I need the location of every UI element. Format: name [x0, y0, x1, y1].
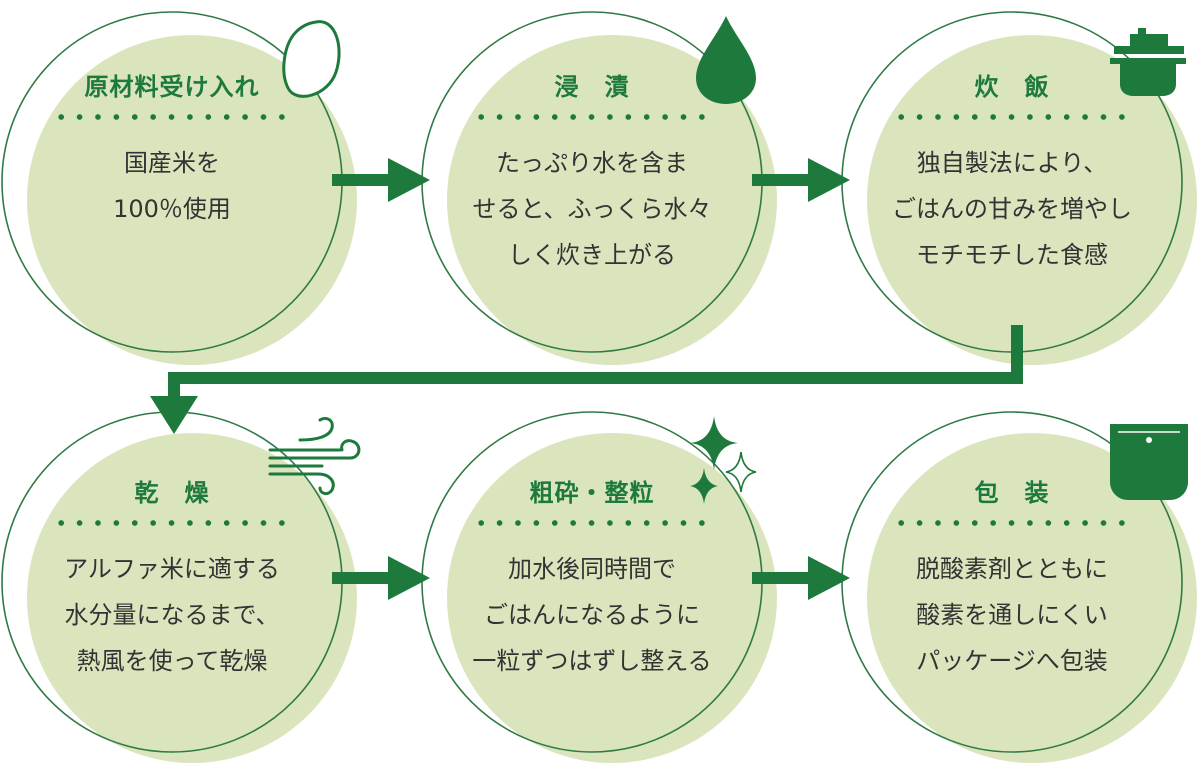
- step-title: 乾 燥: [134, 479, 210, 507]
- arrow-step1-to-step2: [332, 158, 430, 202]
- arrow-step5-to-step6: [752, 556, 850, 600]
- rice-grain-icon: [282, 20, 341, 98]
- rice-cooker-pot-icon: [1110, 28, 1186, 96]
- step-description: 独自製法により、 ごはんの甘みを増やし モチモチした食感: [892, 149, 1132, 269]
- step-description: アルファ米に適する 水分量になるまで、 熱風を使って乾燥: [64, 555, 280, 675]
- step-title: 粗砕・整粒: [529, 479, 655, 507]
- step-title: 包 装: [974, 479, 1050, 507]
- step-title: 浸 漬: [554, 73, 630, 101]
- package-bag-icon: [1110, 424, 1188, 500]
- step-description: 国産米を 100％使用: [113, 149, 231, 223]
- dotted-divider: [472, 114, 712, 120]
- step-description: 加水後同時間で ごはんになるように 一粒ずつはずし整える: [472, 555, 712, 675]
- water-drop-icon: [696, 16, 756, 104]
- dotted-divider: [892, 114, 1132, 120]
- step-description: たっぷり水を含ま せると、ふっくら水々 しく炊き上がる: [472, 149, 712, 269]
- dotted-divider: [472, 520, 712, 526]
- step-3: 炊 飯 独自製法により、 ごはんの甘みを増やし モチモチした食感: [847, 70, 1177, 278]
- step-6: 包 装 脱酸素剤とともに 酸素を通しにくい パッケージへ包装: [847, 476, 1177, 684]
- sparkle-icon: [690, 416, 757, 504]
- step-4: 乾 燥 アルファ米に適する 水分量になるまで、 熱風を使って乾燥: [7, 476, 337, 684]
- dotted-divider: [52, 114, 292, 120]
- step-title: 原材料受け入れ: [84, 73, 260, 101]
- dotted-divider: [892, 520, 1132, 526]
- dotted-divider: [52, 520, 292, 526]
- arrow-step2-to-step3: [752, 158, 850, 202]
- step-description: 脱酸素剤とともに 酸素を通しにくい パッケージへ包装: [916, 555, 1108, 675]
- arrow-step4-to-step5: [332, 556, 430, 600]
- step-title: 炊 飯: [974, 73, 1050, 101]
- step-2: 浸 漬 たっぷり水を含ま せると、ふっくら水々 しく炊き上がる: [427, 70, 757, 278]
- wind-icon: [268, 416, 361, 496]
- arrow-step3-to-step4: [150, 325, 1023, 434]
- step-5: 粗砕・整粒 加水後同時間で ごはんになるように 一粒ずつはずし整える: [427, 476, 757, 684]
- step-1: 原材料受け入れ 国産米を 100％使用: [7, 70, 337, 232]
